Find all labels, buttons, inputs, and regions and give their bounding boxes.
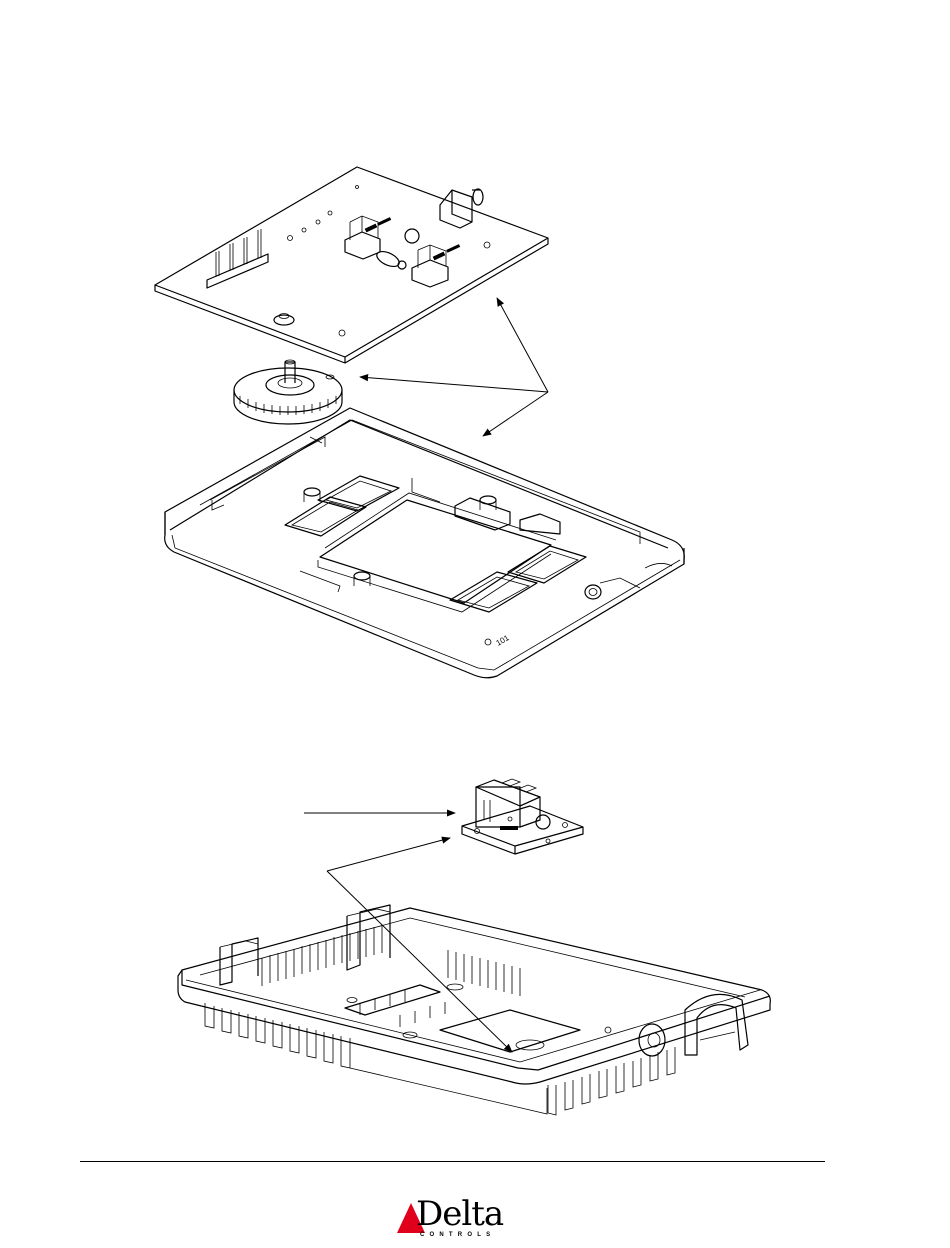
setpoint-dial [234, 360, 342, 424]
footer-rule [80, 1161, 825, 1162]
circuit-board [155, 167, 548, 363]
terminal-connector [462, 779, 583, 854]
board-jack [440, 189, 483, 228]
svg-text:101: 101 [495, 633, 512, 648]
delta-controls-logo: Delta CONTROLS [396, 1197, 506, 1245]
display-window [318, 493, 556, 612]
logo-tagline: CONTROLS [420, 1232, 495, 1238]
logo-word: Delta [416, 1197, 503, 1231]
enclosure-cover: 101 [165, 408, 685, 678]
enclosure-base [178, 905, 770, 1115]
top-callout-arrows [360, 298, 548, 436]
dip-switch-1 [345, 216, 391, 259]
dip-switch-2 [412, 244, 460, 287]
pin-header [207, 229, 268, 288]
bottom-callout-arrows [304, 813, 512, 1052]
base-fins [205, 1003, 675, 1115]
